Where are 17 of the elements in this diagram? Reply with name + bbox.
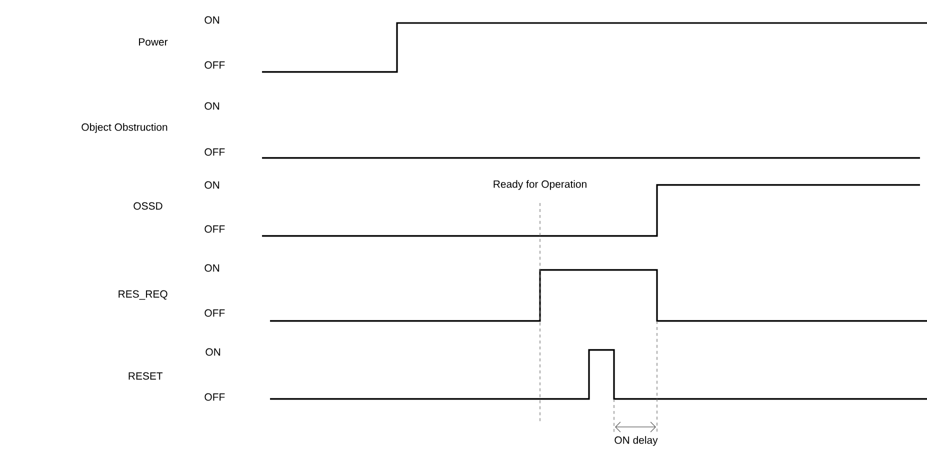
state-label: OFF <box>204 309 225 317</box>
state-label: OFF <box>204 393 225 401</box>
signal-name: Object Obstruction <box>82 123 168 133</box>
state-label: ON <box>204 102 220 110</box>
state-label: OFF <box>204 61 225 69</box>
state-label: OFF <box>204 148 225 156</box>
dimension-label: ON delay <box>614 436 658 446</box>
signal-name: Power <box>139 38 168 46</box>
signal-name: RES_REQ <box>118 290 168 300</box>
state-label: ON <box>206 348 220 356</box>
signal-name: OSSD <box>134 202 162 210</box>
state-label: ON <box>204 264 220 272</box>
event-label: Ready for Operation <box>494 180 586 190</box>
state-label: ON <box>204 181 220 189</box>
signal-name: RESET <box>128 372 163 380</box>
state-label: OFF <box>204 225 225 233</box>
state-label: ON <box>204 16 220 24</box>
